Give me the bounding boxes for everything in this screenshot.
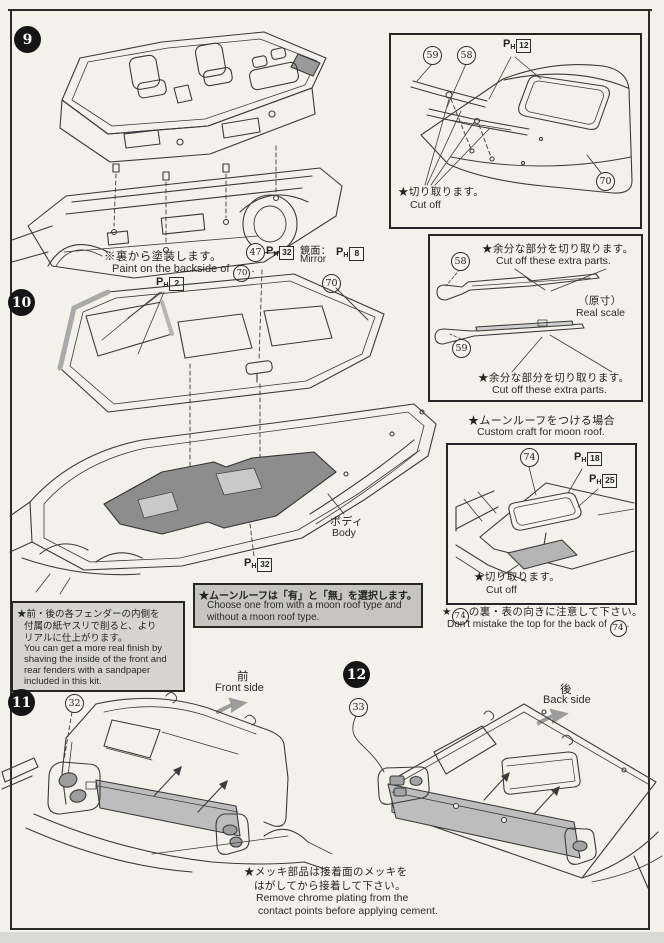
front-side-en: Front side bbox=[215, 682, 264, 694]
part-33-callout: 33 bbox=[349, 698, 368, 717]
step11-badge: 11 bbox=[8, 689, 35, 716]
step10-badge: 10 bbox=[8, 289, 35, 316]
part-70-inline-callout: 70 bbox=[233, 264, 251, 282]
moonroof-cut-jp: ★切り取ります。 bbox=[474, 571, 561, 583]
part-74-inline-callout: 74 bbox=[451, 607, 469, 625]
frame-left bbox=[10, 9, 12, 930]
step10-illustration bbox=[9, 269, 437, 595]
moonroof-title-jp: ★ムーンルーフをつける場合 bbox=[468, 415, 615, 427]
front-side-arrow-icon bbox=[215, 697, 248, 715]
extra-parts-note-bottom-en: Cut off these extra parts. bbox=[492, 384, 607, 396]
back-side-jp: 後 bbox=[560, 684, 572, 696]
fender-note-en1: You can get a more real finish by bbox=[24, 643, 163, 654]
step12-illustration bbox=[352, 703, 663, 889]
fender-note-en2: shaving the inside of the front and bbox=[24, 654, 167, 665]
select-note-en1: Choose one from with a moon roof type an… bbox=[207, 600, 402, 611]
fender-note-jp2: 付属の紙ヤスリで削ると、より bbox=[24, 621, 157, 632]
part-70-callout: 70 bbox=[596, 172, 615, 191]
wiper-install-illustration bbox=[410, 56, 633, 194]
select-note-en2: without a moon roof type. bbox=[207, 612, 320, 623]
extra-parts-note-top-en: Cut off these extra parts. bbox=[496, 255, 611, 267]
moonroof-title-en: Custom craft for moon roof. bbox=[477, 426, 605, 438]
fender-note-box: ★前・後の各フェンダーの内側を 付属の紙ヤスリで削ると、より リアルに仕上がりま… bbox=[11, 601, 185, 692]
fender-note-jp3: リアルに仕上がります。 bbox=[24, 633, 128, 644]
part-58-callout: 58 bbox=[457, 46, 476, 65]
part-32-callout: 32 bbox=[65, 694, 84, 713]
paint-note-jp: ※裏から塗装します。 bbox=[104, 251, 222, 263]
frame-right bbox=[648, 9, 650, 930]
step9-illustration bbox=[11, 31, 343, 279]
part-58-callout: 58 bbox=[451, 252, 470, 271]
select-note-jp: ★ムーンルーフは「有」と「無」を選択します。 bbox=[199, 591, 417, 602]
mirror-label-jp: 鏡面： bbox=[300, 246, 332, 257]
extra-parts-note-top-jp: ★余分な部分を切り取ります。 bbox=[482, 243, 634, 255]
chrome-note-jp1: ★メッキ部品は接着面のメッキを bbox=[244, 866, 408, 878]
wiper-scale-illustration bbox=[434, 268, 613, 373]
step11-illustration bbox=[1, 692, 333, 873]
part-59-callout: 59 bbox=[423, 46, 442, 65]
body-label-en: Body bbox=[332, 527, 356, 539]
chrome-note-en1: Remove chrome plating from the bbox=[256, 892, 409, 904]
step9-number: 9 bbox=[22, 31, 33, 48]
frame-top bbox=[8, 9, 652, 11]
fender-note-en4: included in this kit. bbox=[24, 676, 102, 687]
part-47-callout: 47 bbox=[246, 243, 265, 262]
moonroof-select-note: ★ムーンルーフは「有」と「無」を選択します。 Choose one from w… bbox=[193, 583, 423, 628]
real-scale-en: Real scale bbox=[576, 307, 626, 319]
cut-off-note-jp: ★切り取ります。 bbox=[398, 186, 485, 198]
part-74-callout: 74 bbox=[520, 448, 539, 467]
body-label-jp: ボディ bbox=[330, 516, 364, 528]
moonroof-cut-en: Cut off bbox=[486, 584, 517, 596]
moonroof-note-en: Don't mistake the top for the back of 74… bbox=[447, 619, 629, 637]
paint-note-en: Paint on the backside of 70. bbox=[112, 263, 255, 282]
fender-note-jp1: ★前・後の各フェンダーの内側を bbox=[17, 609, 160, 620]
frame-bottom bbox=[10, 928, 650, 930]
chrome-note-en2: contact points before applying cement. bbox=[258, 905, 438, 917]
part-59-callout: 59 bbox=[452, 339, 471, 358]
step9-badge: 9 bbox=[14, 26, 41, 53]
step11-number: 11 bbox=[11, 694, 32, 711]
step12-number: 12 bbox=[346, 666, 367, 683]
extra-parts-note-bottom-jp: ★余分な部分を切り取ります。 bbox=[478, 372, 630, 384]
step12-badge: 12 bbox=[343, 661, 370, 688]
cut-off-note-en: Cut off bbox=[410, 199, 441, 211]
mirror-label-en: Mirror bbox=[300, 254, 327, 265]
real-scale-jp: （原寸） bbox=[578, 295, 622, 307]
scan-edge-strip bbox=[0, 932, 664, 943]
step10-number: 10 bbox=[11, 294, 32, 311]
wiper-scale-box: ★余分な部分を切り取ります。 Cut off these extra parts… bbox=[428, 234, 643, 402]
fender-note-en3: rear fenders with a sandpaper bbox=[24, 665, 151, 676]
part-74-inline-callout-2: 74 bbox=[609, 619, 627, 637]
moonroof-illustration bbox=[455, 466, 635, 582]
front-side-jp: 前 bbox=[237, 671, 249, 683]
back-side-en: Back side bbox=[543, 694, 591, 706]
back-side-arrow-icon bbox=[536, 708, 569, 726]
chrome-note-jp2: はがしてから接着して下さい。 bbox=[254, 880, 406, 892]
